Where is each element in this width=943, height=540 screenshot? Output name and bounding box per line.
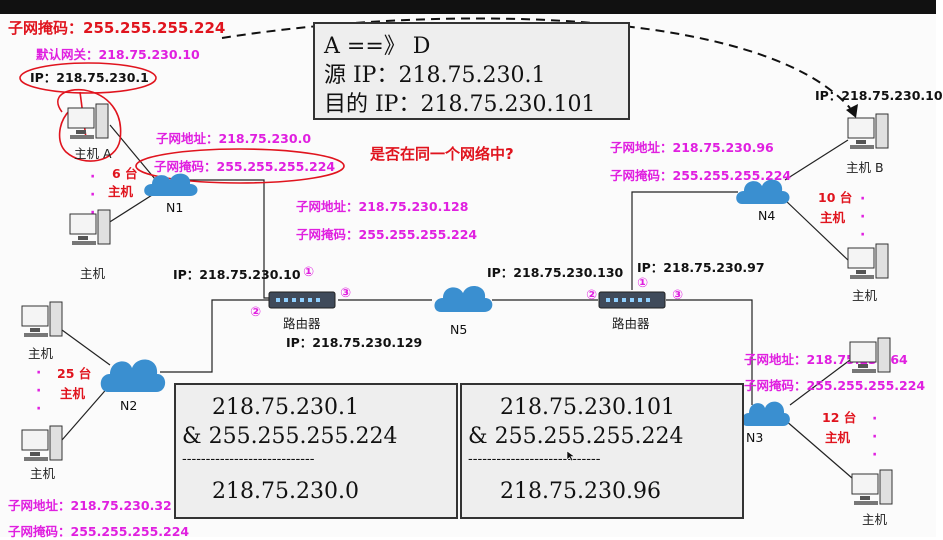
n4-count: 10 台 [818,190,853,205]
calc-dest-operand1: 218.75.230.101 [500,395,675,420]
n1-subnet-mask: 子网掩码：255.255.255.224 [154,159,336,174]
host-b-label: 主机 B [846,160,884,175]
link-subnet-address: 子网地址：218.75.230.128 [296,199,469,214]
router1-port1: ① [303,265,315,280]
default-gateway: 默认网关：218.75.230.10 [36,47,200,62]
ellipsis-dots-n4: ··· [860,191,866,243]
n5-name: N5 [450,322,468,337]
red-circle-ip [19,62,157,94]
router1-port2: ② [250,305,262,320]
router1-port3: ③ [340,286,352,301]
pc-icon [846,242,890,282]
link-n2-host-bottom [61,384,111,441]
window-top-bar [0,0,936,14]
link-router2-n3 [666,299,753,405]
host-label: 主机 [80,266,106,281]
n2-subnet-address: 子网地址：218.75.230.32 [8,498,172,513]
host-label: 主机 [30,466,56,481]
route-info-box: A ==》 D 源 IP：218.75.230.1 目的 IP：218.75.2… [313,22,630,120]
router2-port1: ① [637,276,649,291]
link-n4-host [784,199,851,263]
ellipsis-dots-n3: ··· [872,411,878,463]
cloud-icon [98,352,166,400]
link-n3-host-top [789,359,851,406]
calc-source-result: 218.75.230.0 [212,479,359,504]
n2-count: 25 台 [57,366,92,381]
n5-ip: IP：218.75.230.130 [487,265,624,280]
cloud-icon [142,168,200,204]
calc-dest-divider: ---------------------------- [468,451,601,467]
host-a-ip: IP：218.75.230.1 [30,70,149,85]
host-b-ip: IP：218.75.230.10 [815,88,943,103]
destination-ip: 目的 IP：218.75.230.101 [324,92,596,117]
host-a-label: 主机 A [74,146,112,161]
host-a-count-unit: 主机 [108,184,134,199]
n3-subnet-mask: 子网掩码：255.255.255.224 [744,378,926,393]
link-subnet-mask: 子网掩码：255.255.255.224 [296,227,478,242]
calc-source-divider: ---------------------------- [182,451,315,467]
router-icon [598,290,666,310]
route-direction: A ==》 D [324,34,431,59]
router2-label: 路由器 [612,316,650,331]
pc-icon [846,112,890,152]
n4-subnet-address: 子网地址：218.75.230.96 [610,140,774,155]
pc-icon [850,468,894,508]
host-label: 主机 [862,512,888,527]
calc-box-destination: 218.75.230.101 & 255.255.255.224 -------… [460,383,744,519]
router2-port3: ③ [672,288,684,303]
router1-label: 路由器 [283,316,321,331]
cloud-icon [432,280,494,320]
link-router1-n2 [160,299,270,373]
n2-count-unit: 主机 [60,386,86,401]
router2-port1-ip: IP：218.75.230.97 [637,260,765,275]
link-router2-n4 [631,191,738,290]
calc-source-operand2: & 255.255.255.224 [182,424,398,449]
arrow-head [846,104,858,118]
source-ip: 源 IP：218.75.230.1 [324,63,546,88]
link-n4-hostb [784,139,849,181]
pc-icon [68,208,112,248]
link-n1-router1 [180,179,270,299]
router1-port3-ip: IP：218.75.230.129 [286,335,423,350]
router1-port1-ip: IP：218.75.230.10 [173,267,301,282]
n1-subnet-address: 子网地址：218.75.230.0 [156,131,312,146]
question-text: 是否在同一个网络中? [370,145,514,163]
n3-name: N3 [746,430,764,445]
top-left-subnet-mask: 子网掩码：255.255.255.224 [8,19,226,37]
host-label: 主机 [28,346,54,361]
n1-name: N1 [166,200,184,215]
cloud-icon [734,174,792,212]
n3-count-unit: 主机 [825,430,851,445]
n4-name: N4 [758,208,776,223]
n2-subnet-mask: 子网掩码：255.255.255.224 [8,524,190,539]
red-circle-mask [135,148,345,184]
host-a-count: 6 台 [112,166,138,181]
n2-name: N2 [120,398,138,413]
host-label: 主机 [852,288,878,303]
n4-subnet-mask: 子网掩码：255.255.255.224 [610,168,792,183]
cursor-icon [566,450,576,462]
link-n2-host-top [61,329,111,366]
red-circle-host-a [57,88,122,162]
pc-icon [20,424,64,464]
cloud-icon [740,396,792,434]
n4-count-unit: 主机 [820,210,846,225]
router-icon [268,290,336,310]
calc-dest-result: 218.75.230.96 [500,479,661,504]
router2-port2: ② [586,288,598,303]
calc-dest-operand2: & 255.255.255.224 [468,424,684,449]
link-n3-host-bottom [784,419,853,479]
calc-box-source: 218.75.230.1 & 255.255.255.224 ---------… [174,383,458,519]
ellipsis-dots-n2: ··· [36,365,42,417]
pc-icon [848,336,892,376]
ellipsis-dots-n1: ··· [90,169,96,221]
pc-icon [66,102,110,142]
calc-source-operand1: 218.75.230.1 [212,395,359,420]
pc-icon [20,300,64,340]
n3-count: 12 台 [822,410,857,425]
